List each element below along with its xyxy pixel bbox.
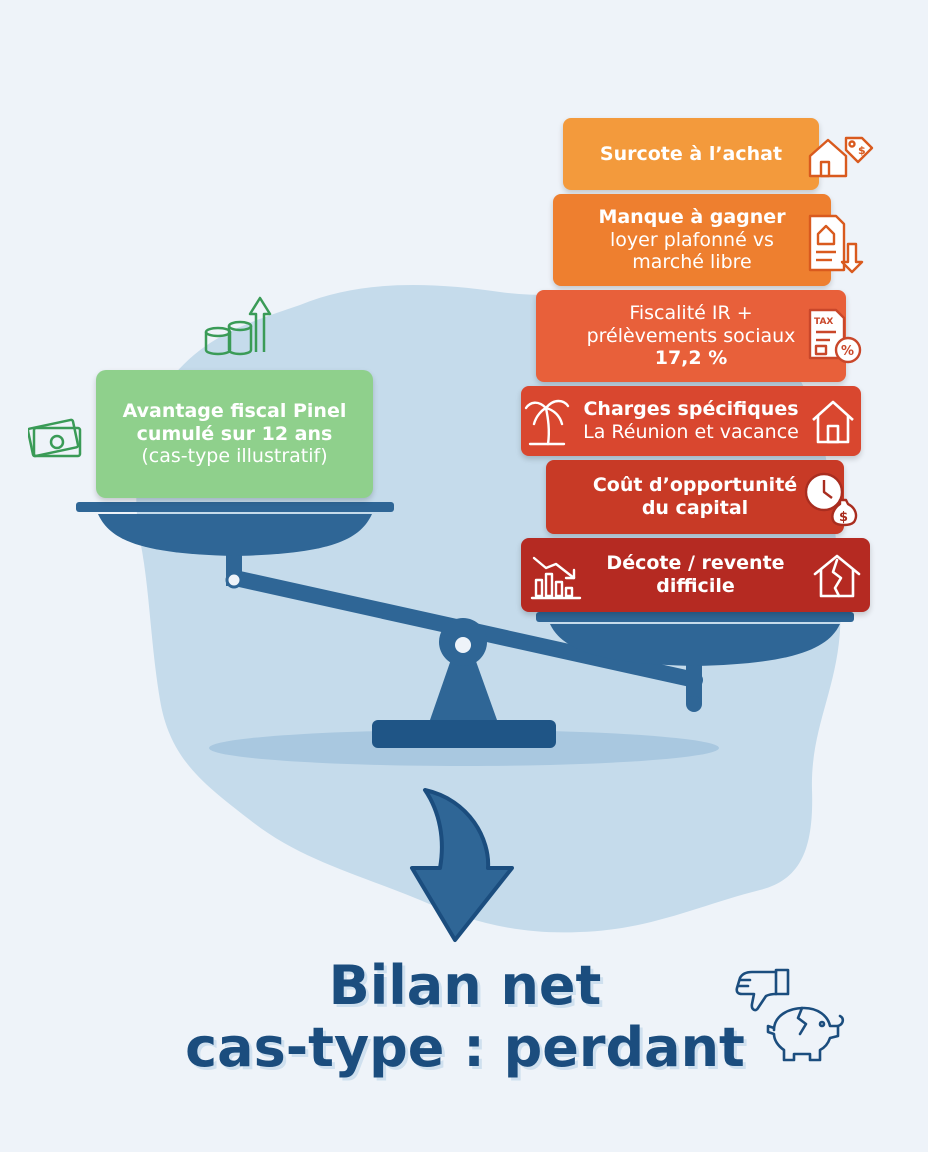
stack-3-line1: Fiscalité IR + (629, 301, 753, 324)
svg-text:$: $ (858, 144, 866, 157)
stack-2-line3: marché libre (632, 251, 752, 274)
stack-block-decote: Décote / revente difficile (521, 538, 870, 612)
stack-6-line2: difficile (656, 575, 735, 597)
palm-tree-icon (524, 399, 570, 446)
down-arrow (410, 788, 514, 942)
stack-3-line2: prélèvements sociaux (586, 324, 796, 347)
thumbs-down-icon (735, 968, 790, 1012)
rent-document-down-arrow-icon (808, 214, 864, 274)
stack-5-line2: du capital (641, 497, 749, 519)
stack-block-opportunite: Coût d’opportunité du capital (546, 460, 844, 534)
left-pan-rim (76, 502, 394, 512)
clock-money-bag-icon: $ (804, 472, 858, 527)
scale-stand (430, 625, 497, 720)
left-pan-line3: (cas-type illustratif) (141, 445, 328, 468)
stack-2-line1: Manque à gagner (598, 205, 786, 228)
right-pan-rim (536, 612, 854, 622)
left-pan-line2: cumulé sur 12 ans (136, 422, 333, 445)
broken-piggy-bank-icon (766, 1006, 845, 1062)
scale-knob-hole (455, 637, 471, 653)
left-pan-line1: Avantage fiscal Pinel (122, 399, 347, 422)
house-price-tag-icon: $ (808, 136, 874, 178)
conclusion-title: Bilan net cas-type : perdant (150, 955, 780, 1079)
stack-block-surcote: Surcote à l’achat (563, 118, 819, 190)
left-pivot (225, 571, 243, 589)
stack-block-manque: Manque à gagner loyer plafonné vs marché… (553, 194, 831, 286)
house-icon (812, 400, 854, 444)
svg-text:TAX: TAX (814, 317, 833, 327)
left-pan-bowl (98, 514, 372, 556)
stack-6-line1: Décote / revente (606, 552, 785, 575)
stack-block-charges: Charges spécifiques La Réunion et vacanc… (521, 386, 861, 456)
tax-document-percent-icon: TAX % (808, 308, 862, 364)
right-pan-bowl (550, 624, 840, 666)
stack-4-line2: La Réunion et vacance (583, 421, 799, 443)
stack-1-line1: Surcote à l’achat (599, 142, 783, 165)
svg-text:$: $ (839, 510, 848, 525)
scale-base (372, 720, 556, 748)
svg-text:%: % (841, 344, 854, 359)
stack-3-line3: 17,2 % (654, 347, 728, 370)
cracked-house-icon (813, 554, 861, 598)
stack-4-line1: Charges spécifiques (583, 398, 799, 421)
declining-chart-icon (530, 556, 582, 600)
banknotes-icon (28, 418, 82, 458)
stack-5-line1: Coût d’opportunité (592, 474, 798, 497)
stack-block-fiscalite: Fiscalité IR + prélèvements sociaux 17,2… (536, 290, 846, 382)
conclusion-line2: cas-type : perdant (185, 1016, 745, 1079)
coins-growth-arrow-icon (204, 296, 272, 356)
conclusion-line1: Bilan net (328, 954, 602, 1017)
left-pan-box: Avantage fiscal Pinel cumulé sur 12 ans … (96, 370, 373, 498)
stack-2-line2: loyer plafonné vs (610, 228, 774, 251)
right-pivot (686, 696, 702, 712)
